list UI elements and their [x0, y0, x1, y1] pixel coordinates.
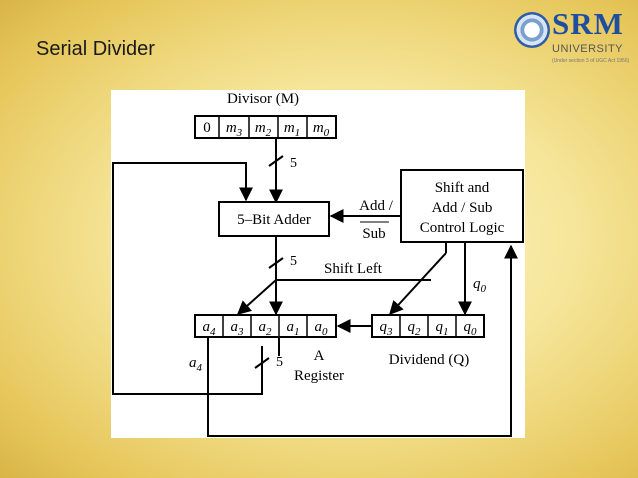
- divisor-cell-1: m3: [226, 120, 243, 139]
- control-label-line-1: Shift and: [435, 180, 490, 196]
- divisor-cell-3: m1: [284, 120, 300, 139]
- bus-width-label-1: 5: [290, 156, 297, 171]
- q-register-cell-0: q3: [380, 319, 394, 338]
- a4-to-control-line: [207, 244, 518, 437]
- logo-tagline: (Under section 3 of UGC Act 1956): [552, 58, 630, 64]
- slide-title: Serial Divider: [36, 38, 155, 60]
- shift-left-label: Shift Left: [324, 261, 383, 277]
- control-to-q-arrow: [389, 252, 447, 316]
- a-register-label-line-2: Register: [294, 368, 344, 384]
- control-label-line-3: Control Logic: [420, 220, 505, 236]
- divisor-label: Divisor (M): [227, 91, 299, 107]
- q-register-cell-3: q0: [464, 319, 478, 338]
- divisor-cell-4: m0: [313, 120, 330, 139]
- serial-divider-diagram: Divisor (M) 0 m3 m2 m1 m0 5 5–Bit Adder Shif…: [112, 91, 524, 437]
- divisor-cell-2: m2: [255, 120, 272, 139]
- a-feedback-line: [112, 162, 263, 395]
- bus-tick-2: [268, 257, 284, 269]
- divisor-cell-0: 0: [203, 120, 211, 136]
- a-register: a4 a3 a2 a1 a0: [194, 314, 337, 338]
- adder-box: [218, 201, 330, 237]
- diagram-panel: Divisor (M) 0 m3 m2 m1 m0 5 5–Bit Adder Shif…: [111, 90, 525, 438]
- a-register-label-line-1: A: [314, 348, 325, 364]
- dividend-label: Dividend (Q): [389, 352, 469, 368]
- srm-university-logo: SRM UNIVERSITY (Under section 3 of UGC A…: [514, 6, 632, 66]
- a-register-cell-2: a2: [259, 319, 273, 338]
- q-register-cell-2: q1: [436, 319, 449, 338]
- a-register-cell-1: a3: [231, 319, 245, 338]
- control-logic-box: [400, 169, 524, 243]
- bus-tick-1: [268, 155, 284, 167]
- bus-width-label-3: 5: [276, 355, 283, 370]
- shift-left-line: [236, 279, 431, 315]
- add-label: Add /: [359, 198, 394, 214]
- adder-label: 5–Bit Adder: [237, 212, 311, 228]
- sub-label: Sub: [362, 226, 385, 242]
- control-label-line-2: Add / Sub: [432, 200, 493, 216]
- divisor-register: 0 m3 m2 m1 m0: [194, 115, 337, 139]
- a-register-cell-0: a4: [203, 319, 217, 338]
- q-register-cell-1: q2: [408, 319, 422, 338]
- logo-subtitle: UNIVERSITY: [552, 43, 624, 55]
- a-register-cell-4: a0: [315, 319, 329, 338]
- q-register: q3 q2 q1 q0: [371, 314, 485, 338]
- a-register-cell-3: a1: [287, 319, 300, 338]
- a4-label: a4: [189, 355, 203, 374]
- bus-width-label-2: 5: [290, 254, 297, 269]
- q0-label: q0: [473, 276, 487, 295]
- university-seal-icon: [514, 12, 550, 48]
- logo-name: SRM: [552, 6, 624, 41]
